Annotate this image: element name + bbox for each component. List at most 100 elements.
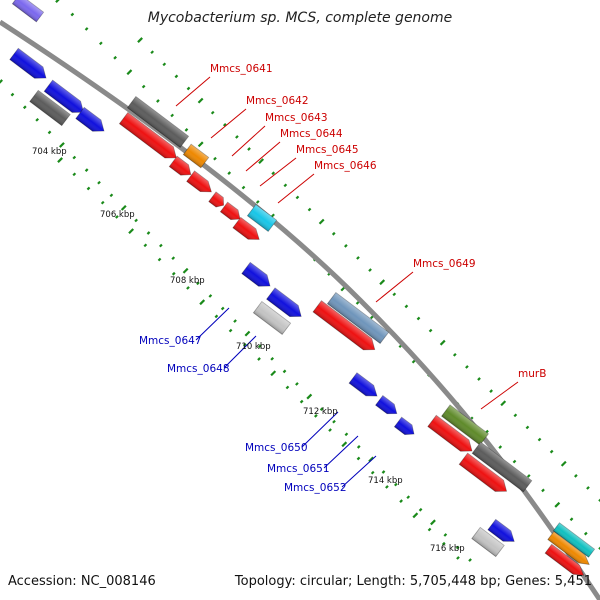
gene-arrow-mmcs-0647[interactable] xyxy=(241,261,274,291)
gene-arrow-red-5[interactable] xyxy=(458,452,511,497)
tick-dot xyxy=(220,306,225,311)
tick-dot xyxy=(174,74,179,79)
gene-label-reverse[interactable]: Mmcs_0651 xyxy=(267,463,330,475)
tick-dot xyxy=(455,545,460,550)
callout-line xyxy=(323,435,359,469)
gene-label-forward[interactable]: Mmcs_0642 xyxy=(246,95,309,107)
gene-arrow-purple[interactable] xyxy=(11,0,45,23)
tick-dot xyxy=(356,445,361,449)
gene-arrow-mmcs-0649[interactable] xyxy=(326,291,390,345)
tick-dot xyxy=(84,168,89,172)
tick-dot xyxy=(100,200,105,205)
gene-label-forward[interactable]: Mmcs_0645 xyxy=(296,144,359,156)
gene-arrow-mmcs-0643[interactable] xyxy=(168,155,194,180)
tick-dot xyxy=(70,12,75,17)
tick-dot xyxy=(394,482,398,487)
gene-label-callouts: Mmcs_0641Mmcs_0642Mmcs_0643Mmcs_0644Mmcs… xyxy=(139,63,546,494)
gene-arrow-mmcs-0651[interactable] xyxy=(375,395,401,419)
gene-arrow-mmcs-0645[interactable] xyxy=(208,191,227,210)
gene-arrow-mmcs-0652[interactable] xyxy=(393,416,417,439)
callout-line xyxy=(480,381,519,410)
gene-arrow-gray[interactable] xyxy=(471,526,505,558)
gene-arrow-mmcs-0644[interactable] xyxy=(186,170,216,197)
gene-label-forward[interactable]: Mmcs_0646 xyxy=(314,160,377,172)
tick-dot xyxy=(0,79,3,85)
callout-line xyxy=(301,411,339,448)
gene-arrow-mmcs-0646[interactable] xyxy=(246,204,278,232)
gene-label-reverse[interactable]: Mmcs_0648 xyxy=(167,363,230,375)
callout-line xyxy=(223,335,257,369)
tick-dot xyxy=(113,55,117,60)
tick-dot xyxy=(406,495,411,500)
gene-arrow-blue-5[interactable] xyxy=(487,518,518,546)
callout-line xyxy=(195,307,230,341)
gene-label-forward[interactable]: Mmcs_0643 xyxy=(265,112,328,124)
gene-label-forward[interactable]: murB xyxy=(518,368,546,380)
tick-dot xyxy=(137,37,143,43)
gene-arrow-orange[interactable] xyxy=(547,531,592,569)
tick-dot xyxy=(295,195,300,200)
gene-arrow-red-2[interactable] xyxy=(232,216,263,244)
gene-arrow-blue-3[interactable] xyxy=(75,106,108,136)
tick-dot xyxy=(235,135,239,139)
gene-arrow-teal[interactable] xyxy=(552,522,596,558)
tick-dot xyxy=(141,84,146,89)
gene-arrow-mmcs-0648[interactable] xyxy=(252,301,292,335)
gene-arrow-red[interactable] xyxy=(118,111,180,164)
tick-dot xyxy=(341,441,348,448)
tick-dot xyxy=(549,449,554,454)
gene-arrow-dark-2[interactable] xyxy=(29,89,71,127)
tick-dot xyxy=(574,474,578,478)
gene-arrow-red-3[interactable] xyxy=(312,300,379,356)
tick-dot xyxy=(210,110,215,115)
topology-summary: Topology: circular; Length: 5,705,448 bp… xyxy=(234,574,592,589)
gene-arrow-red-6[interactable] xyxy=(544,543,587,579)
tick-dot xyxy=(418,507,423,512)
tick-dot xyxy=(282,369,287,374)
tick-dot xyxy=(156,99,160,103)
tick-dot xyxy=(513,413,518,418)
gene-arrow-blue-4[interactable] xyxy=(266,287,306,322)
tick-dot xyxy=(244,330,251,337)
tick-dot xyxy=(427,527,432,532)
tick-dot xyxy=(214,314,219,319)
tick-dot xyxy=(257,357,261,361)
tick-dot xyxy=(159,243,163,248)
tick-dot xyxy=(404,304,409,309)
tick-dot xyxy=(500,400,507,407)
tick-dot xyxy=(465,365,469,369)
tick-dot xyxy=(370,470,375,475)
gene-arrow-dark[interactable] xyxy=(471,441,533,493)
tick-dot xyxy=(344,432,349,437)
tick-dot xyxy=(319,407,324,411)
tick-dot xyxy=(368,268,372,272)
tick-dot xyxy=(59,142,65,148)
gene-arrow-mmcs-0642[interactable] xyxy=(182,143,210,169)
gene-arrow-mmcs-0650[interactable] xyxy=(348,372,381,401)
tick-dot xyxy=(222,122,227,127)
gene-label-forward[interactable]: Mmcs_0641 xyxy=(210,63,273,75)
tick-dot xyxy=(97,180,101,185)
gene-label-forward[interactable]: Mmcs_0649 xyxy=(413,258,476,270)
tick-dot xyxy=(368,456,375,463)
tick-dot xyxy=(182,267,189,274)
tick-dot xyxy=(526,474,531,478)
tick-dot xyxy=(392,292,397,297)
tick-dot xyxy=(598,546,600,550)
gene-arrow-blue[interactable] xyxy=(9,47,50,83)
tick-dot xyxy=(439,339,446,346)
gene-label-reverse[interactable]: Mmcs_0647 xyxy=(139,335,202,347)
tick-dot xyxy=(128,228,135,235)
gene-arrow-red-4[interactable] xyxy=(427,414,476,456)
tick-dot xyxy=(381,470,386,474)
tick-dot xyxy=(109,193,114,198)
tick-dot xyxy=(228,328,233,333)
gene-label-reverse[interactable]: Mmcs_0650 xyxy=(245,442,308,454)
gene-arrow-blue-2[interactable] xyxy=(43,79,88,118)
gene-label-forward[interactable]: Mmcs_0644 xyxy=(280,128,343,140)
gene-label-reverse[interactable]: Mmcs_0652 xyxy=(284,482,347,494)
callout-line xyxy=(245,141,281,172)
tick-dot xyxy=(379,279,386,286)
gene-arrow-mmcs-0641[interactable] xyxy=(126,95,190,149)
gene-arrow-small[interactable] xyxy=(219,201,243,224)
